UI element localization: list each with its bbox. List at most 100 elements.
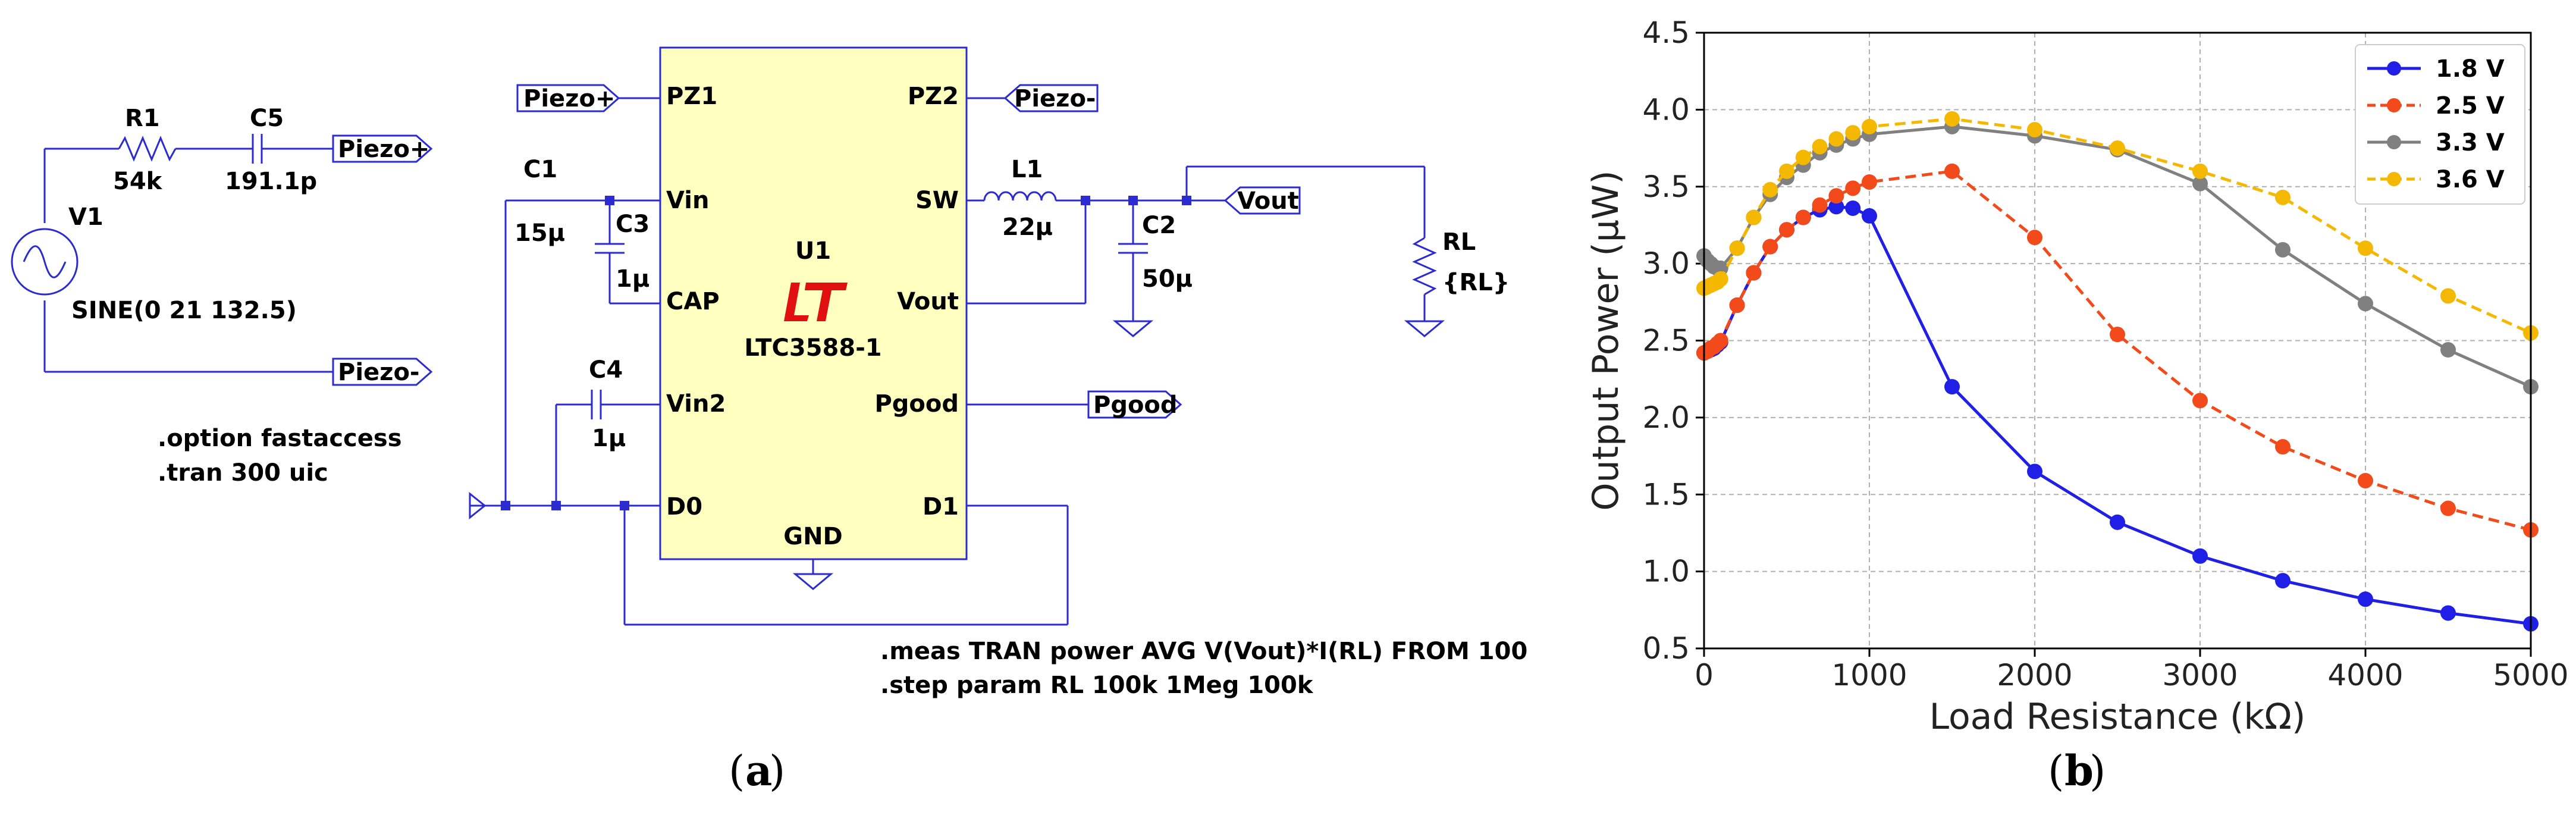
flag-pz2-piezo-minus: Piezo- — [1003, 84, 1099, 112]
r1-name: R1 — [125, 105, 160, 132]
svg-text:Pgood: Pgood — [1093, 391, 1178, 419]
pin-d0: D0 — [666, 493, 702, 521]
data-point-1-8-v — [1862, 208, 1877, 224]
legend-marker-2-5-v — [2387, 98, 2401, 112]
legend-label-3-3-v: 3.3 V — [2436, 129, 2505, 156]
data-point-2-5-v — [1795, 209, 1811, 225]
x-axis-label: Load Resistance (kΩ) — [1929, 696, 2306, 738]
linear-technology-logo-icon — [784, 283, 848, 321]
data-point-2-5-v — [1812, 197, 1828, 213]
data-point-3-6-v — [1944, 111, 1960, 127]
flag-pz1-piezo-plus: Piezo+ — [516, 84, 620, 112]
y-tick-label: 0.5 — [1642, 631, 1690, 666]
y-axis-label: Output Power (μW) — [1585, 170, 1627, 510]
data-point-2-5-v — [1828, 188, 1844, 204]
series-line-2-5-v — [1703, 170, 2531, 532]
source-circuit-wires — [43, 134, 333, 373]
data-point-3-3-v — [2440, 342, 2456, 358]
c1-value: 15μ — [514, 220, 565, 247]
data-point-1-8-v — [2110, 514, 2125, 530]
data-point-1-8-v — [2027, 463, 2042, 479]
c2-value: 50μ — [1142, 265, 1193, 293]
x-tick-label: 1000 — [1831, 658, 1907, 692]
data-point-1-8-v — [2358, 591, 2373, 607]
legend-label-1-8-v: 1.8 V — [2436, 55, 2505, 83]
svg-text:a: a — [745, 746, 772, 795]
legend-box — [2355, 44, 2525, 205]
data-point-3-6-v — [2192, 163, 2208, 179]
data-point-3-6-v — [2275, 189, 2291, 205]
series-2-5-v — [1696, 163, 2539, 538]
data-point-1-8-v — [2440, 605, 2456, 621]
svg-text:): ) — [769, 747, 785, 795]
data-point-2-5-v — [2027, 230, 2042, 246]
pin-pz2: PZ2 — [908, 83, 959, 110]
pin-vout: Vout — [897, 288, 959, 315]
data-point-2-5-v — [1845, 180, 1861, 196]
data-point-3-6-v — [2027, 122, 2042, 138]
data-point-2-5-v — [1779, 222, 1794, 238]
v1-name: V1 — [68, 203, 103, 231]
directive-option: .option fastaccess — [158, 425, 402, 452]
data-point-3-3-v — [2192, 175, 2208, 192]
caption-a: ( a ) — [729, 746, 785, 795]
data-point-3-6-v — [2110, 140, 2125, 156]
data-point-2-5-v — [2358, 472, 2373, 488]
l1-name: L1 — [1011, 156, 1043, 183]
svg-text:Vout: Vout — [1237, 187, 1299, 215]
data-point-1-8-v — [2275, 573, 2291, 589]
data-point-2-5-v — [1746, 265, 1762, 281]
x-tick-label: 3000 — [2162, 658, 2238, 692]
series-line-1-8-v — [1703, 205, 2531, 626]
svg-text:Piezo+: Piezo+ — [523, 85, 615, 112]
l1-value: 22μ — [1002, 214, 1053, 241]
c3-value: 1μ — [616, 265, 650, 293]
x-tick-label: 2000 — [1997, 658, 2072, 692]
data-point-2-5-v — [2440, 500, 2456, 516]
legend-label-2-5-v: 2.5 V — [2436, 92, 2505, 120]
data-point-2-5-v — [1712, 333, 1728, 349]
data-point-3-6-v — [1712, 271, 1728, 287]
svg-text:(: ( — [729, 747, 745, 795]
plot-frame — [1703, 32, 2532, 650]
data-point-3-6-v — [1862, 118, 1877, 134]
data-point-2-5-v — [2110, 327, 2125, 343]
y-tick-label: 4.5 — [1642, 15, 1690, 50]
pin-pgood: Pgood — [874, 390, 959, 418]
y-tick-label: 1.5 — [1642, 477, 1690, 512]
c4-value: 1μ — [592, 425, 626, 452]
data-point-2-5-v — [2192, 393, 2208, 409]
legend: 1.8 V2.5 V3.3 V3.6 V — [2355, 44, 2525, 205]
pin-d1: D1 — [923, 493, 959, 521]
y-tick-label: 2.5 — [1642, 324, 1690, 358]
data-point-3-6-v — [1812, 139, 1828, 155]
data-point-3-6-v — [1795, 149, 1811, 165]
series-3-6-v — [1696, 111, 2539, 341]
svg-text:b: b — [2064, 746, 2094, 795]
data-point-3-6-v — [1779, 163, 1794, 179]
legend-marker-3-3-v — [2387, 135, 2401, 149]
c2-name: C2 — [1142, 212, 1176, 239]
y-tick-label: 1.0 — [1642, 554, 1690, 589]
data-point-2-5-v — [1862, 174, 1877, 190]
series-layer — [1696, 111, 2539, 632]
data-point-1-8-v — [1845, 200, 1861, 216]
c3-name: C3 — [616, 211, 650, 238]
pin-gnd: GND — [783, 523, 843, 550]
x-tick-label: 0 — [1695, 658, 1714, 692]
directive-meas: .meas TRAN power AVG V(Vout)*I(RL) FROM … — [880, 638, 1527, 665]
data-point-3-6-v — [1729, 240, 1745, 256]
c5-value: 191.1p — [225, 168, 317, 195]
flag-source-piezo-minus: Piezo- — [332, 358, 433, 386]
svg-text:(: ( — [2048, 747, 2064, 795]
r1-value: 54k — [113, 168, 163, 195]
rl-name: RL — [1442, 228, 1476, 256]
data-point-2-5-v — [1762, 239, 1778, 255]
pin-vin2: Vin2 — [666, 390, 726, 418]
data-point-2-5-v — [1729, 297, 1745, 313]
y-tick-label: 3.0 — [1642, 246, 1690, 281]
rl-value: {RL} — [1442, 269, 1510, 296]
svg-text:Piezo+: Piezo+ — [338, 136, 429, 163]
